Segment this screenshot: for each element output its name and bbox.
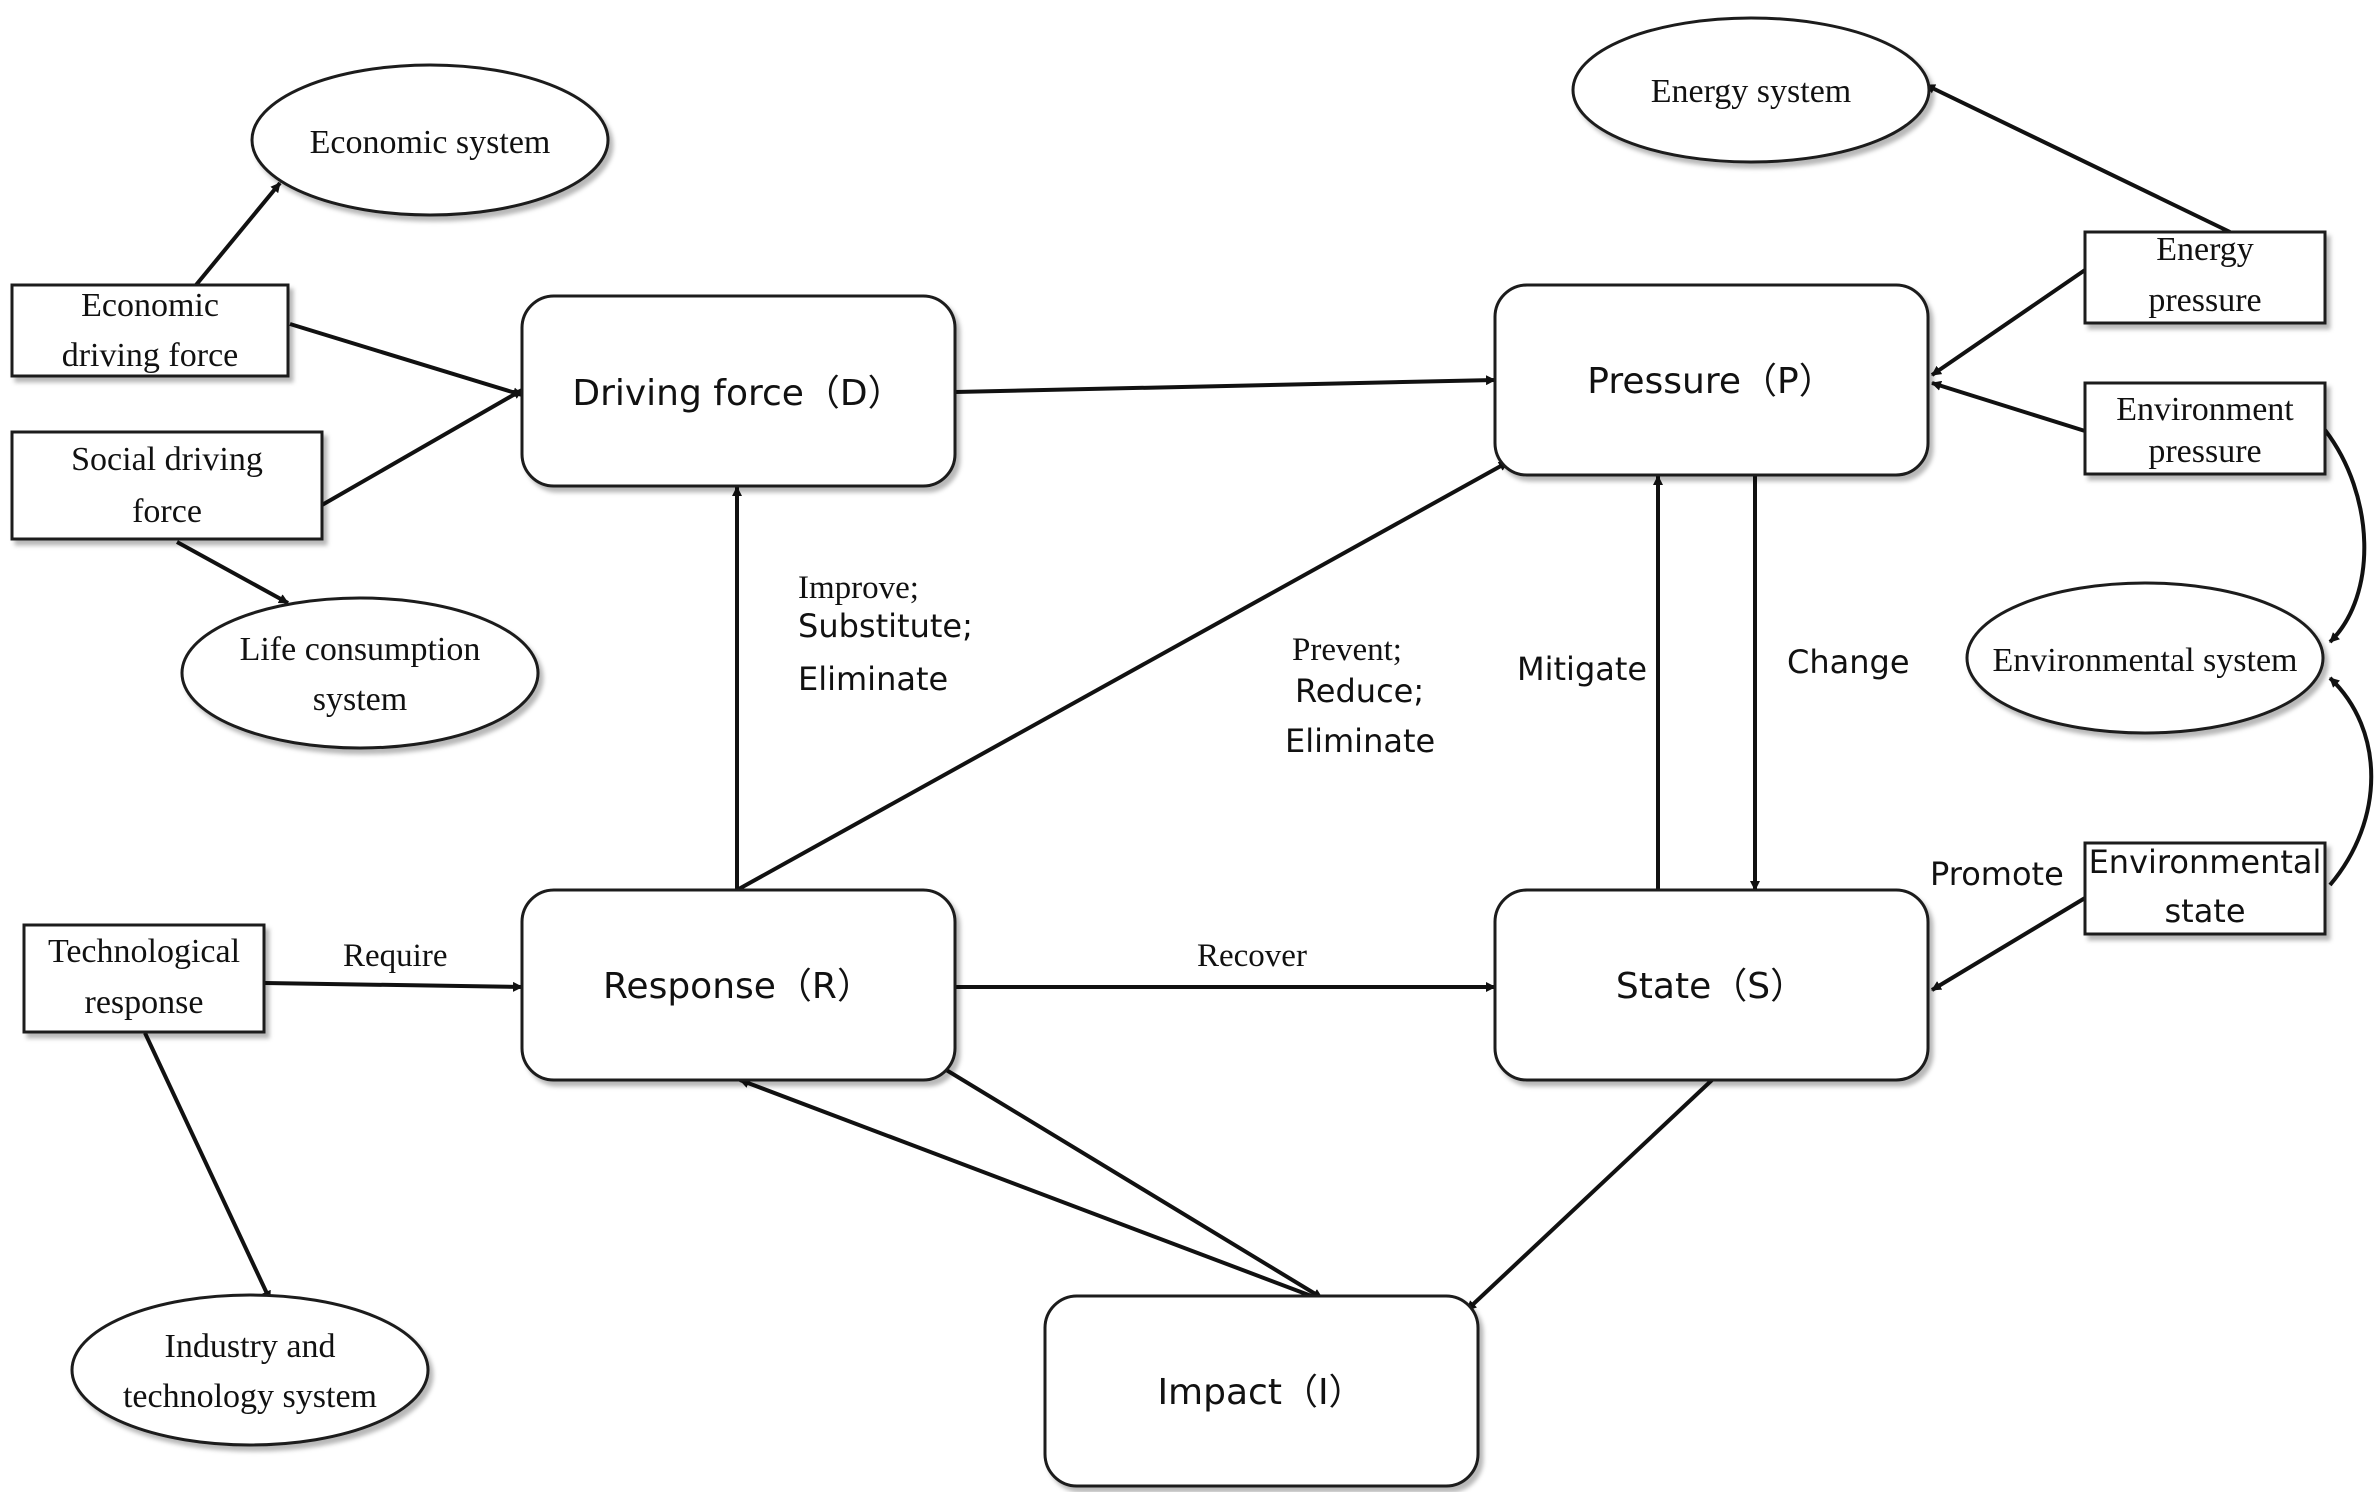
label-recover: Recover	[1197, 938, 1307, 974]
node-response: Response（R）	[520, 888, 957, 1082]
industry-technology-label-line2: technology system	[123, 1378, 377, 1415]
label-improve-line1: Improve;	[798, 570, 919, 606]
edge-economic-force-to-driving-force	[289, 322, 523, 398]
energy-pressure-line1: Energy	[2156, 231, 2254, 268]
edge-social-force-to-driving-force	[321, 388, 523, 507]
technological-response-line1: Technological	[48, 933, 240, 970]
edge-state-to-impact	[1465, 1078, 1714, 1312]
node-driving-force: Driving force（D）	[520, 294, 957, 488]
edge-environmental-state-to-state	[1930, 896, 2087, 992]
label-improve-line3: Eliminate	[798, 660, 948, 698]
energy-pressure-line2: pressure	[2148, 282, 2261, 319]
label-change: Change	[1787, 643, 1910, 681]
environmental-system-label: Environmental system	[1992, 642, 2297, 679]
edge-technological-response-to-industry-system	[143, 1032, 272, 1301]
label-require: Require	[343, 938, 447, 974]
edges	[143, 83, 2374, 1312]
edge-labels: Improve; Substitute; Eliminate Prevent; …	[343, 570, 2064, 974]
node-impact-label: Impact（I）	[1157, 1372, 1364, 1413]
box-social-driving-force: Social driving force	[10, 430, 324, 541]
environment-pressure-line2: pressure	[2148, 433, 2261, 470]
edge-response-to-pressure	[736, 460, 1509, 892]
box-technological-response: Technological response	[22, 923, 266, 1034]
economic-driving-force-line2: driving force	[62, 337, 239, 374]
node-pressure: Pressure（P）	[1493, 283, 1930, 477]
economic-system-label: Economic system	[310, 124, 551, 161]
box-energy-pressure: Energy pressure	[2083, 230, 2327, 325]
edge-driving-force-to-pressure	[954, 375, 1496, 394]
environmental-state-line2: state	[2164, 892, 2245, 930]
label-prevent-line1: Prevent;	[1292, 632, 1402, 668]
edge-energy-pressure-to-pressure	[1930, 268, 2087, 377]
economic-driving-force-line1: Economic	[81, 287, 219, 324]
life-consumption-label-line2: system	[313, 681, 407, 718]
label-prevent-line2: Reduce;	[1295, 672, 1424, 710]
industry-technology-label-line1: Industry and	[165, 1328, 336, 1365]
energy-system-label: Energy system	[1651, 73, 1852, 110]
edge-impact-to-response	[739, 1078, 1323, 1302]
box-environment-pressure: Environment pressure	[2083, 381, 2327, 476]
life-consumption-label-line1: Life consumption	[240, 631, 481, 668]
node-response-label: Response（R）	[603, 966, 873, 1007]
social-driving-force-line2: force	[132, 493, 202, 530]
edge-response-to-impact	[941, 1066, 1324, 1300]
box-economic-driving-force: Economic driving force	[10, 283, 290, 378]
edge-economic-force-to-economic-system	[194, 181, 282, 287]
edge-environmental-state-to-environmental-system	[2328, 676, 2374, 887]
label-prevent-line3: Eliminate	[1285, 722, 1435, 760]
ellipse-energy-system: Energy system	[1571, 16, 1931, 164]
social-driving-force-line1: Social driving	[71, 441, 263, 478]
edge-environment-pressure-to-environmental-system	[2323, 428, 2367, 644]
box-environmental-state: Environmental state	[2083, 841, 2327, 936]
label-improve-line2: Substitute;	[798, 607, 973, 645]
node-impact: Impact（I）	[1043, 1294, 1480, 1488]
ellipse-life-consumption-system: Life consumption system	[180, 596, 540, 750]
environment-pressure-line1: Environment	[2116, 391, 2294, 428]
label-promote: Promote	[1930, 855, 2064, 893]
ellipse-environmental-system: Environmental system	[1965, 581, 2325, 735]
edge-environment-pressure-to-pressure	[1931, 380, 2086, 433]
ellipse-industry-technology-system: Industry and technology system	[70, 1293, 430, 1447]
environmental-state-line1: Environmental	[2089, 843, 2322, 881]
label-mitigate: Mitigate	[1517, 650, 1647, 688]
edge-technological-response-to-response	[264, 981, 523, 992]
node-pressure-label: Pressure（P）	[1587, 361, 1834, 402]
ellipse-economic-system: Economic system	[250, 63, 610, 217]
edge-energy-pressure-to-energy-system	[1925, 83, 2231, 234]
node-state: State（S）	[1493, 888, 1930, 1082]
edge-social-force-to-life-consumption	[176, 540, 289, 605]
technological-response-line2: response	[85, 984, 204, 1021]
node-driving-force-label: Driving force（D）	[572, 373, 903, 414]
node-state-label: State（S）	[1616, 966, 1806, 1007]
